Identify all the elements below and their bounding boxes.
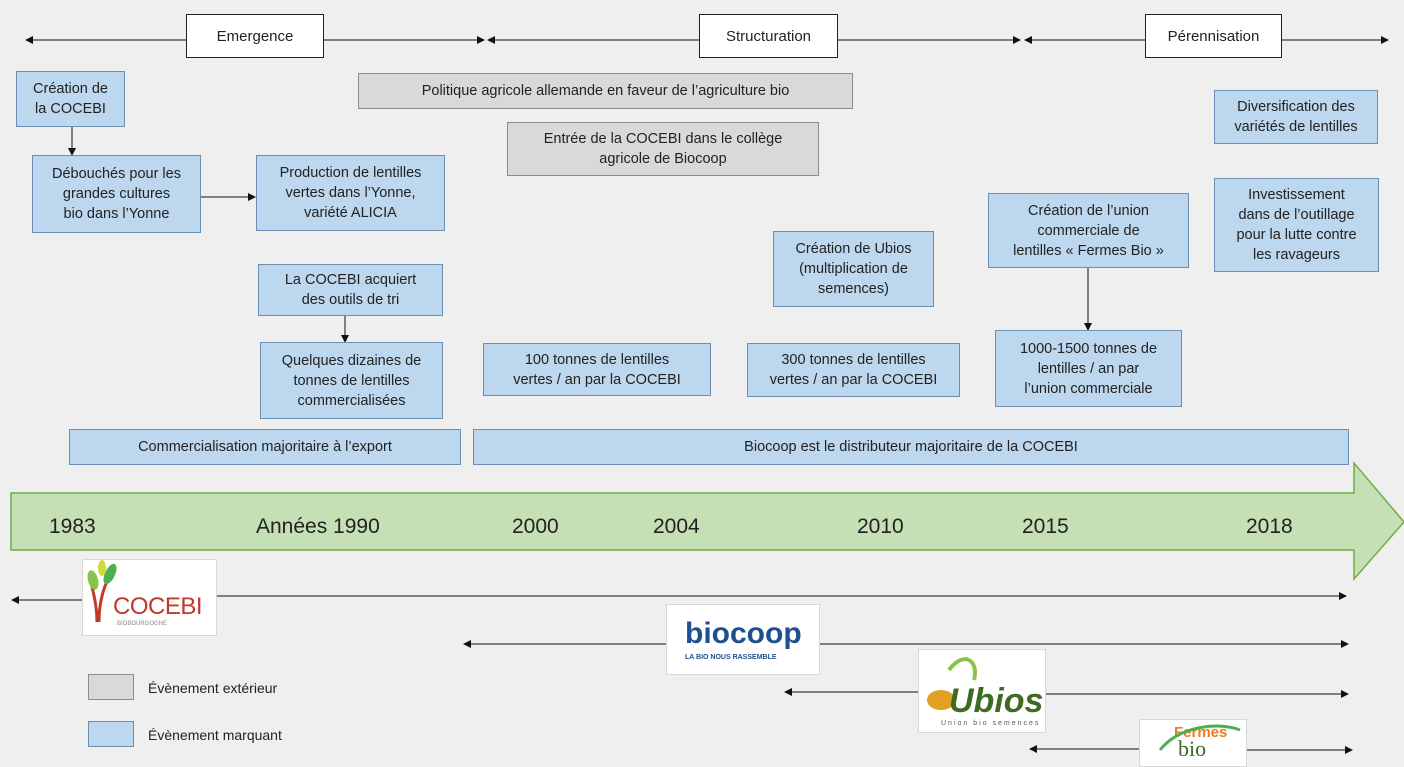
year-1983: 1983 xyxy=(49,515,96,538)
cocebi-logo-subtext: BIOBOURGOGNE xyxy=(117,621,168,627)
biocoop-logo-subtext: LA BIO NOUS RASSEMBLE xyxy=(685,654,777,661)
year-2004: 2004 xyxy=(653,515,700,538)
event-entree-biocoop: Entrée de la COCEBI dans le collège agri… xyxy=(507,122,819,176)
phase-emergence: Emergence xyxy=(186,14,324,58)
fermes-bio-swoosh-icon xyxy=(1158,724,1241,751)
year-2000: 2000 xyxy=(512,515,559,538)
ubios-logo-text: Ubios xyxy=(949,682,1044,720)
event-debouches: Débouchés pour les grandes cultures bio … xyxy=(32,155,201,233)
legend-swatch-exterieur xyxy=(88,674,134,700)
year-1990s: Années 1990 xyxy=(256,515,380,538)
event-export: Commercialisation majoritaire à l’export xyxy=(69,429,461,465)
legend-swatch-marquant xyxy=(88,721,134,747)
event-tonnes-1000: 1000-1500 tonnes de lentilles / an par l… xyxy=(995,330,1182,407)
biocoop-logo-text: biocoop xyxy=(685,617,802,650)
event-diversification: Diversification des variétés de lentille… xyxy=(1214,90,1378,144)
year-2010: 2010 xyxy=(857,515,904,538)
year-2015: 2015 xyxy=(1022,515,1069,538)
event-biocoop-distributeur: Biocoop est le distributeur majoritaire … xyxy=(473,429,1349,465)
event-production-lentilles: Production de lentilles vertes dans l’Yo… xyxy=(256,155,445,231)
biocoop-logo: biocoop LA BIO NOUS RASSEMBLE xyxy=(666,604,820,675)
event-ubios: Création de Ubios (multiplication de sem… xyxy=(773,231,934,307)
cocebi-leaf-icon xyxy=(87,560,117,623)
event-creation-cocebi: Création de la COCEBI xyxy=(16,71,125,127)
legend-label-marquant: Évènement marquant xyxy=(148,727,282,743)
event-tonnes-300: 300 tonnes de lentilles vertes / an par … xyxy=(747,343,960,397)
event-politique-allemande: Politique agricole allemande en faveur d… xyxy=(358,73,853,109)
event-union-commerciale: Création de l’union commerciale de lenti… xyxy=(988,193,1189,268)
legend-label-exterieur: Évènement extérieur xyxy=(148,680,278,696)
cocebi-logo: COCEBI BIOBOURGOGNE xyxy=(82,559,217,636)
fermes-bio-logo-top: Fermes xyxy=(1174,724,1228,741)
event-tonnes-100: 100 tonnes de lentilles vertes / an par … xyxy=(483,343,711,396)
fermes-bio-logo: Fermes bio xyxy=(1139,719,1247,767)
event-dizaines-tonnes: Quelques dizaines de tonnes de lentilles… xyxy=(260,342,443,419)
phase-structuration: Structuration xyxy=(699,14,838,58)
phase-perennisation: Pérennisation xyxy=(1145,14,1282,58)
ubios-logo: Ubios Union bio semences xyxy=(918,649,1046,733)
ubios-logo-subtext: Union bio semences xyxy=(941,720,1041,727)
event-investissement: Investissement dans de l’outillage pour … xyxy=(1214,178,1379,272)
timeline-arrow xyxy=(10,460,1404,581)
event-outils-tri: La COCEBI acquiert des outils de tri xyxy=(258,264,443,316)
cocebi-logo-text: COCEBI xyxy=(113,593,203,620)
ubios-seed-icon xyxy=(927,657,977,710)
fermes-bio-logo-bottom: bio xyxy=(1178,736,1207,761)
year-2018: 2018 xyxy=(1246,515,1293,538)
